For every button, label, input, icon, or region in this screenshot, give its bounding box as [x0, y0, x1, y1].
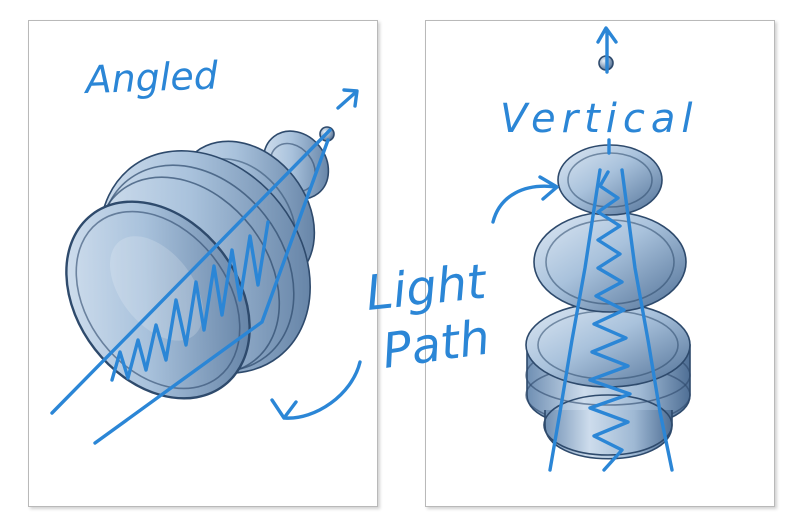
vertical-ray-left — [548, 168, 602, 472]
label-path: Path — [379, 309, 493, 379]
vertical-ray-right — [620, 168, 674, 472]
angled-ray-upper — [50, 128, 332, 415]
vertical-zigzag-path — [588, 170, 632, 472]
curved-arrow-left — [270, 360, 362, 420]
label-angled: Angled — [82, 53, 220, 102]
label-light: Light — [363, 253, 490, 321]
label-vertical: Vertical — [500, 96, 699, 142]
vertical-direction-arrow — [596, 26, 618, 74]
angled-direction-arrow — [336, 88, 359, 110]
angled-ray-lower — [93, 138, 330, 445]
curved-arrow-right — [491, 175, 559, 224]
angled-zigzag-path — [110, 220, 270, 382]
